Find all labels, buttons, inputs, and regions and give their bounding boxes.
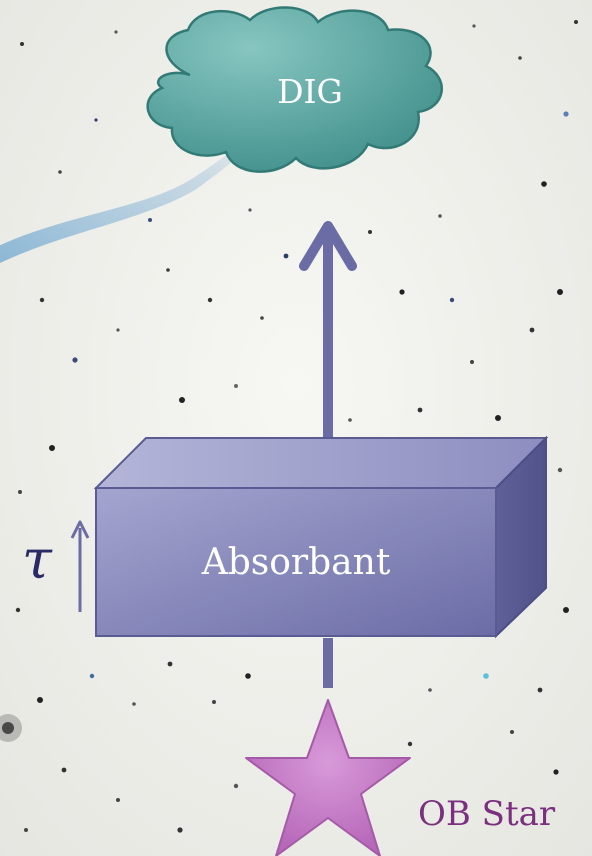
ob-star-shape	[245, 699, 411, 856]
absorbant-box-top	[93, 437, 549, 489]
tau-arrow	[70, 520, 90, 612]
flux-arrow-up	[299, 221, 357, 470]
dig-label: DIG	[277, 72, 343, 111]
tau-symbol: τ	[22, 528, 52, 591]
absorbant-box-front	[95, 487, 497, 637]
background-star-glow	[0, 714, 22, 742]
absorbant-box	[93, 435, 549, 639]
absorbant-label: Absorbant	[201, 542, 391, 583]
ob-star-label: OB Star	[418, 794, 556, 834]
starfield	[15, 20, 578, 833]
galaxy-streak	[0, 95, 305, 264]
dig-cloud	[146, 6, 443, 173]
